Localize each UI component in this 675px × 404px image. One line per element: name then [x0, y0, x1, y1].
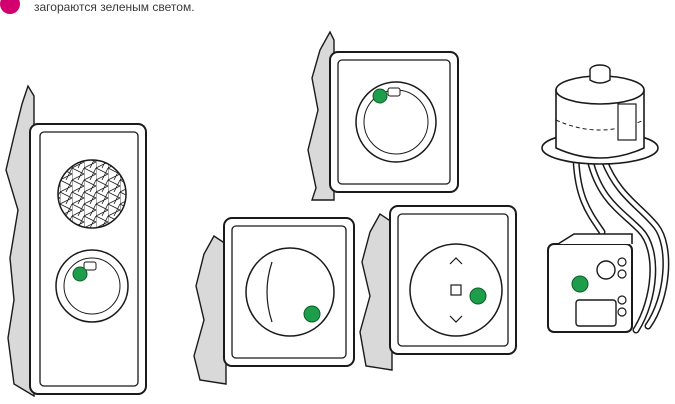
stop-icon	[450, 284, 462, 296]
socket-device	[307, 30, 459, 201]
wall-section	[193, 234, 227, 385]
socket	[55, 249, 129, 323]
step-badge	[0, 0, 20, 14]
caption-text: загораются зеленым светом.	[34, 0, 195, 14]
micromodule-device	[541, 64, 670, 334]
green-indicator-2	[372, 88, 388, 104]
up-arrow-icon	[449, 257, 463, 265]
wall-section	[359, 212, 393, 371]
double-frame-device	[5, 84, 147, 398]
motion-sensor	[57, 159, 127, 229]
green-indicator-5	[571, 275, 589, 293]
shutter-device	[359, 205, 517, 371]
green-indicator-4	[469, 287, 487, 305]
green-indicator-3	[303, 305, 321, 323]
down-arrow-icon	[449, 315, 463, 323]
switch-device	[193, 217, 355, 385]
green-indicator-1	[72, 266, 88, 282]
